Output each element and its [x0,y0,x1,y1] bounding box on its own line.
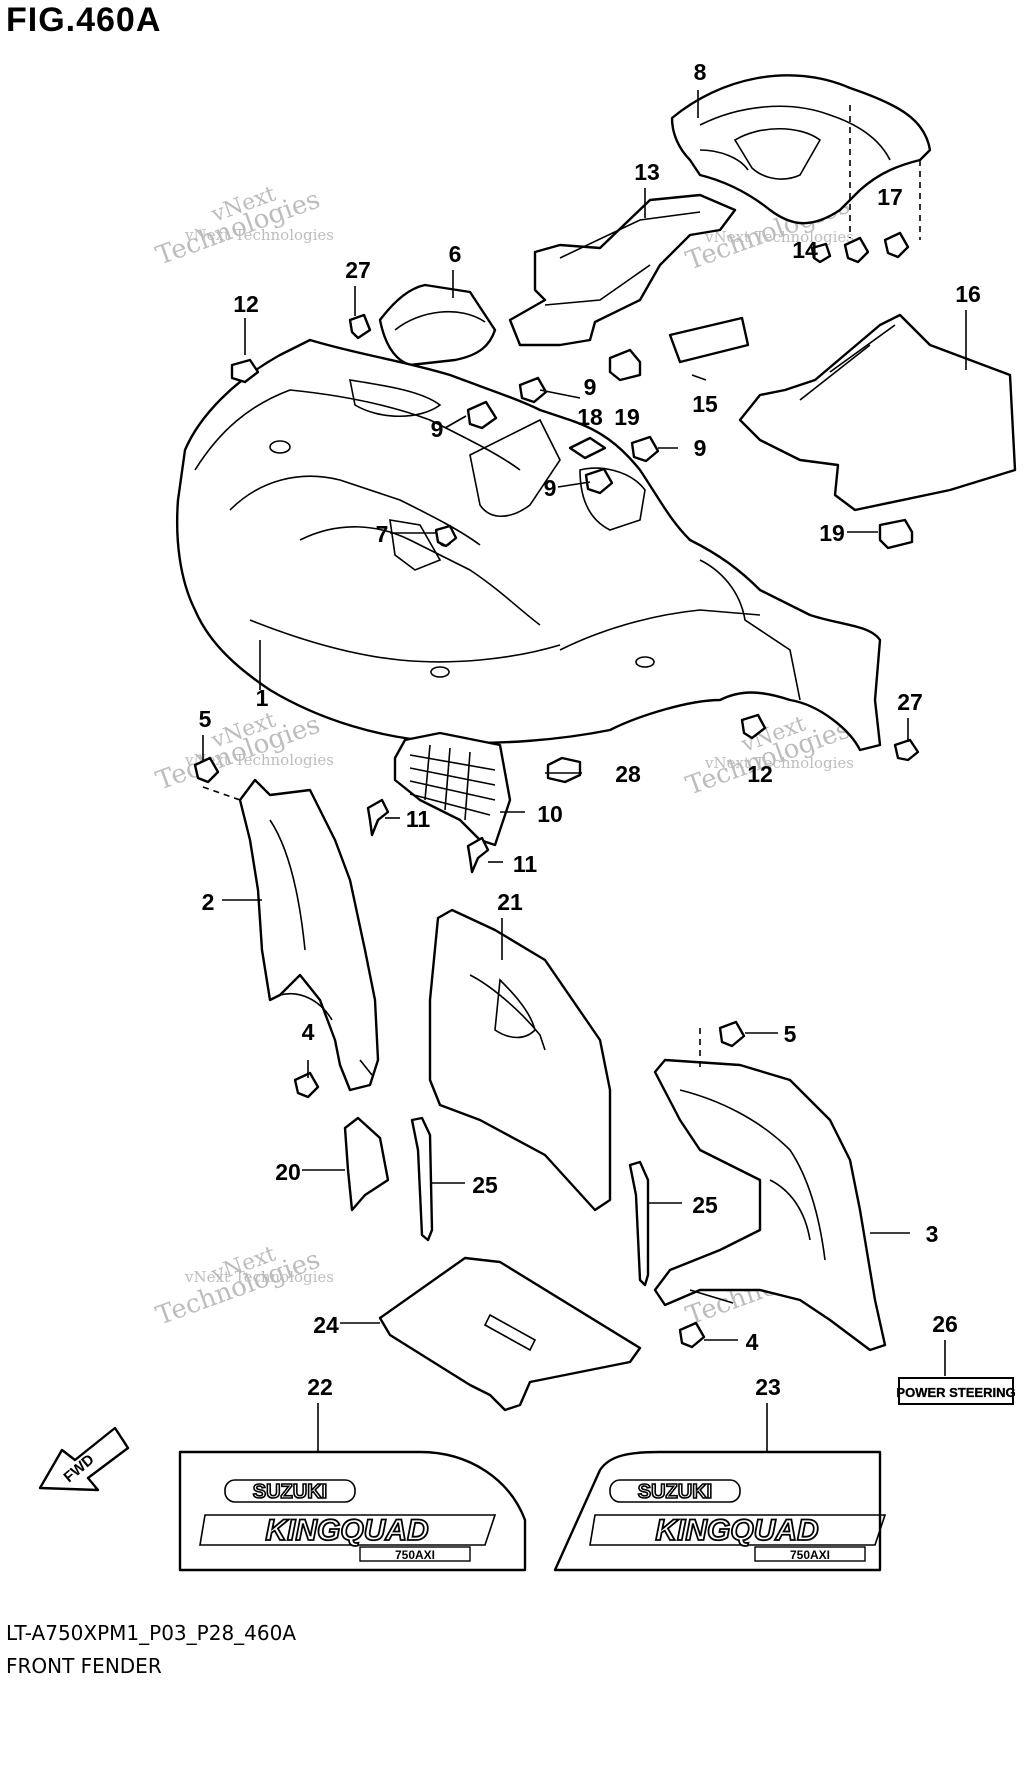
callout-12-b: 12 [747,761,773,787]
fastener-27-b[interactable] [893,738,920,762]
callout-25-a: 25 [472,1172,498,1198]
watermark-text: vNext Technologies [704,754,854,772]
callout-21: 21 [497,889,523,915]
figure-code: LT-A750XPM1_P03_P28_460A [6,1621,297,1645]
callout-17: 17 [877,184,903,210]
fastener-9-c[interactable] [630,435,660,463]
callout-19-a: 19 [614,404,640,430]
callout-19-b: 19 [819,520,845,546]
callout-27-b: 27 [897,689,923,715]
part-23-decal-right[interactable]: SUZUKI KINGQUAD 750AXI [553,1450,887,1572]
callout-9-a: 9 [584,374,597,400]
callout-22: 22 [307,1374,333,1400]
watermark-text: vNext Technologies [184,226,334,244]
decal-right-brand: SUZUKI [638,1481,712,1503]
fastener-17-b[interactable] [883,231,910,259]
callout-11-b: 11 [513,851,538,877]
callout-9-c: 9 [694,435,707,461]
fastener-11-a[interactable] [366,798,390,837]
leader-lines [202,90,967,1452]
fastener-5-b[interactable] [718,1020,746,1048]
fwd-arrow-icon [38,1426,130,1492]
part-28-pad[interactable] [546,756,582,784]
callout-11-a: 11 [406,806,431,832]
fastener-5-a[interactable] [193,756,220,784]
decal-left-brand: SUZUKI [253,1481,327,1503]
callout-13: 13 [634,159,660,185]
part-15-pad[interactable] [668,316,750,364]
fastener-4-b[interactable] [678,1321,706,1349]
callout-4-a: 4 [302,1019,315,1045]
figure-title: FIG.460A [6,1,162,39]
callout-25-b: 25 [692,1192,718,1218]
part-2-left-inner-fender[interactable] [238,778,380,1092]
part-25-clip-left[interactable] [410,1116,434,1242]
callout-numbers: 8 13 6 27 12 16 17 14 9 9 18 19 15 9 9 7… [199,59,981,1400]
part-19-pad-a[interactable] [608,348,642,382]
part-1-front-fender[interactable] [175,338,882,752]
callout-3: 3 [926,1221,939,1247]
callout-5-b: 5 [784,1021,797,1047]
fastener-27-a[interactable] [348,313,372,340]
fastener-4-a[interactable] [293,1071,320,1099]
part-13-bracket[interactable] [508,193,737,347]
fastener-11-b[interactable] [466,836,490,874]
watermark-text: vNext Technologies [184,1268,334,1286]
watermark-text: vNext Technologies [704,228,854,246]
part-22-decal-left[interactable]: SUZUKI KINGQUAD 750AXI [178,1450,527,1572]
callout-28: 28 [615,761,641,787]
callout-7: 7 [376,521,389,547]
decal-left-model: KINGQUAD [265,1514,428,1547]
callout-4-b: 4 [746,1329,759,1355]
watermark-text: vNext Technologies [184,751,334,769]
part-6-lid[interactable] [378,283,497,367]
fastener-9-a[interactable] [466,400,498,430]
callout-15: 15 [692,391,718,417]
callout-9-d: 9 [544,475,557,501]
power-steering-label-box [898,1377,1014,1405]
callout-16: 16 [955,281,981,307]
part-16-side-panel[interactable] [738,313,1017,512]
callout-9-b: 9 [431,416,444,442]
callout-23: 23 [755,1374,781,1400]
callout-5-a: 5 [199,706,212,732]
fastener-14[interactable] [810,242,832,264]
callout-12-a: 12 [233,291,259,317]
callout-27-a: 27 [345,257,371,283]
part-8-rear-cover[interactable] [670,74,932,225]
callout-18: 18 [577,404,603,430]
fastener-7[interactable] [434,524,458,548]
callout-2: 2 [202,889,215,915]
callout-8: 8 [694,59,707,85]
callout-24: 24 [313,1312,339,1338]
fastener-17-a[interactable] [843,236,870,264]
part-10-grille[interactable] [393,731,512,847]
fastener-9-d[interactable] [584,467,614,495]
part-25-clip-right[interactable] [628,1160,650,1287]
part-19-pad-b[interactable] [878,518,914,550]
figure-name: FRONT FENDER [6,1654,162,1678]
power-steering-label: POWER STEERING [896,1385,1015,1400]
part-20-bracket[interactable] [343,1116,390,1212]
callout-26: 26 [932,1311,958,1337]
callout-20: 20 [275,1159,301,1185]
callout-10: 10 [537,801,563,827]
part-18-pad[interactable] [568,436,607,460]
part-24-plate[interactable] [378,1256,642,1412]
fastener-9-b[interactable] [518,376,548,404]
decal-right-badge: 750AXI [790,1548,830,1562]
fastener-12-a[interactable] [230,358,260,384]
fastener-12-b[interactable] [740,713,767,740]
callout-6: 6 [449,241,462,267]
decal-right-model: KINGQUAD [655,1514,818,1547]
callout-14: 14 [792,237,818,263]
part-21-pad[interactable] [428,908,612,1212]
decal-left-badge: 750AXI [395,1548,435,1562]
callout-1: 1 [256,685,269,711]
part-3-right-inner-fender[interactable] [653,1058,887,1352]
